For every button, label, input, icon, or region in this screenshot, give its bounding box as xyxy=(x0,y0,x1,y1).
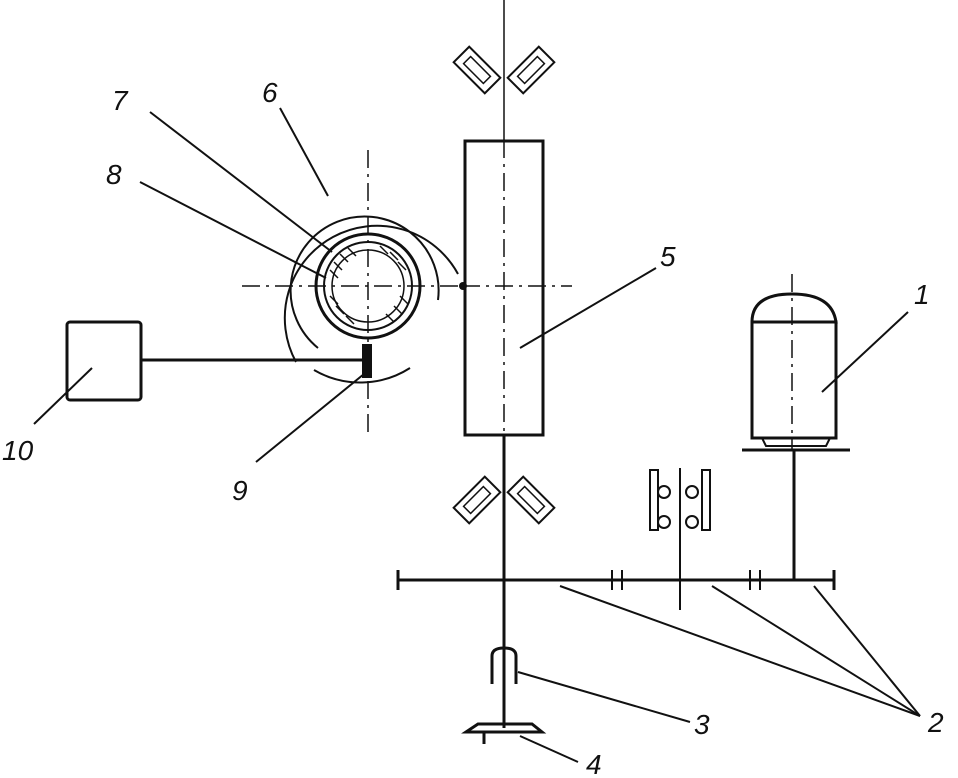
label-5: 5 xyxy=(660,241,676,272)
coupling xyxy=(490,646,518,684)
label-2: 2 xyxy=(927,707,944,738)
label-3: 3 xyxy=(694,709,710,740)
label-4: 4 xyxy=(586,749,602,778)
label-1: 1 xyxy=(914,279,930,310)
label-10: 10 xyxy=(2,435,34,466)
motor xyxy=(742,274,850,580)
label-7: 7 xyxy=(112,85,129,116)
label-9: 9 xyxy=(232,475,248,506)
roller-drum xyxy=(462,139,572,437)
upper-bearing xyxy=(452,45,556,95)
label-6: 6 xyxy=(262,77,278,108)
transmission-shafts xyxy=(396,468,836,610)
control-box xyxy=(65,320,364,402)
leader-lines xyxy=(33,107,921,763)
pulley xyxy=(461,722,547,744)
label-8: 8 xyxy=(106,159,122,190)
disk-assembly xyxy=(242,150,467,432)
lower-bearing xyxy=(452,475,556,525)
